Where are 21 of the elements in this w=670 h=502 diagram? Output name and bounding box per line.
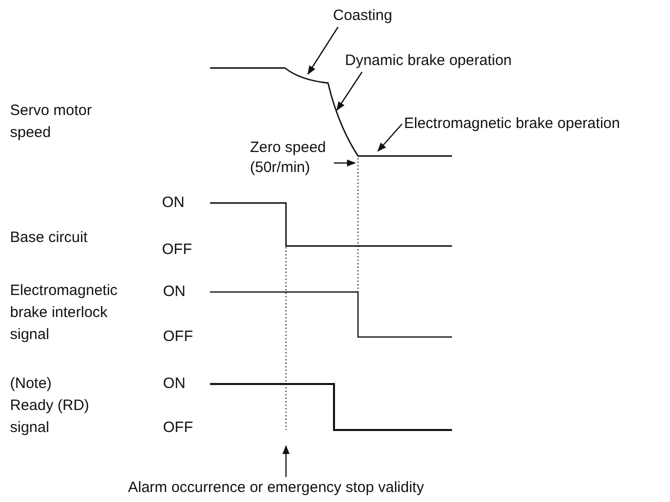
signal-label: OFF [163,327,193,347]
leader-arrow [377,124,402,152]
callout-text: Zero speed (50r/min) [250,138,332,178]
leader-arrow [308,26,338,75]
callout-text: Coasting [333,6,392,26]
signal-label: ON [163,374,186,394]
leader-arrow [336,72,362,111]
signal-label: Servo motor speed [10,101,93,143]
signal-label: Base circuit [10,228,88,248]
signal-label: OFF [162,240,192,260]
signal-label: OFF [163,418,193,438]
leader-arrow [282,445,290,477]
callout-text: Electromagnetic brake operation [404,114,620,134]
signal-label: ON [163,282,186,302]
signal-label: ON [162,193,184,213]
signal-label: Ready (RD) signal [10,396,90,438]
leader-arrow [334,159,356,167]
callout-text: Alarm occurrence or emergency stop validity [128,478,424,498]
callout-text: Dynamic brake operation [345,51,512,71]
signal-label: Electromagnetic brake interlock signal [10,281,119,345]
signal-label: (Note) [10,374,52,394]
